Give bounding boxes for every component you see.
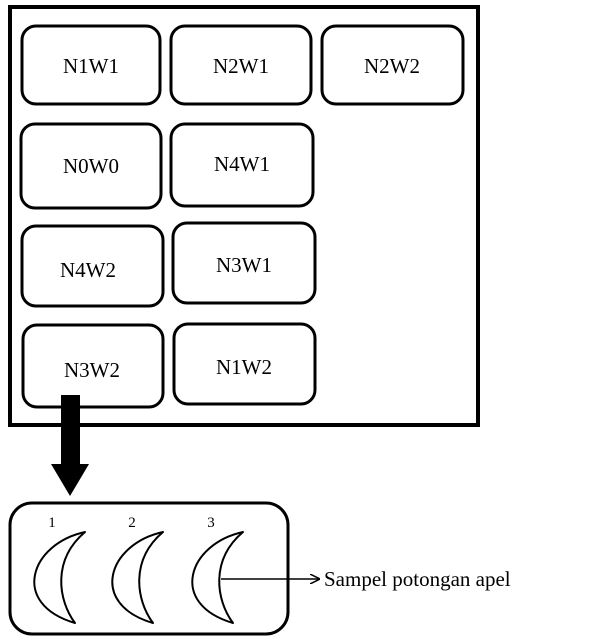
treatment-box-4: N0W0 (19, 122, 163, 210)
treatment-box-3: N2W2 (320, 24, 465, 106)
treatment-label: N2W1 (213, 54, 269, 78)
treatment-label: N3W1 (216, 253, 272, 277)
treatment-label: N1W1 (63, 54, 119, 78)
apple-slice-icon (111, 531, 164, 624)
apple-slice-icon (33, 531, 86, 624)
treatment-box-8: N3W2 (21, 323, 165, 409)
sample-label: Sampel potongan apel (324, 567, 511, 591)
treatment-label: N0W0 (63, 154, 119, 178)
treatment-box-6: N4W2 (20, 224, 165, 308)
treatment-label: N4W1 (214, 152, 270, 176)
treatment-label: N2W2 (364, 54, 420, 78)
treatment-box-1: N1W1 (20, 24, 162, 106)
treatment-box-9: N1W2 (172, 322, 317, 406)
treatment-label: N1W2 (216, 355, 272, 379)
treatment-box-2: N2W1 (169, 24, 313, 106)
sample-number: 1 (48, 515, 56, 531)
outer-frame (8, 5, 480, 427)
apple-slice-icon (191, 531, 244, 624)
sample-number: 3 (207, 515, 215, 531)
treatment-label: N4W2 (60, 258, 116, 282)
treatment-box-5: N4W1 (169, 122, 315, 208)
sample-number: 2 (128, 515, 136, 531)
down-arrow-icon (51, 395, 89, 496)
treatment-box-7: N3W1 (171, 221, 317, 305)
treatment-label: N3W2 (64, 358, 120, 382)
